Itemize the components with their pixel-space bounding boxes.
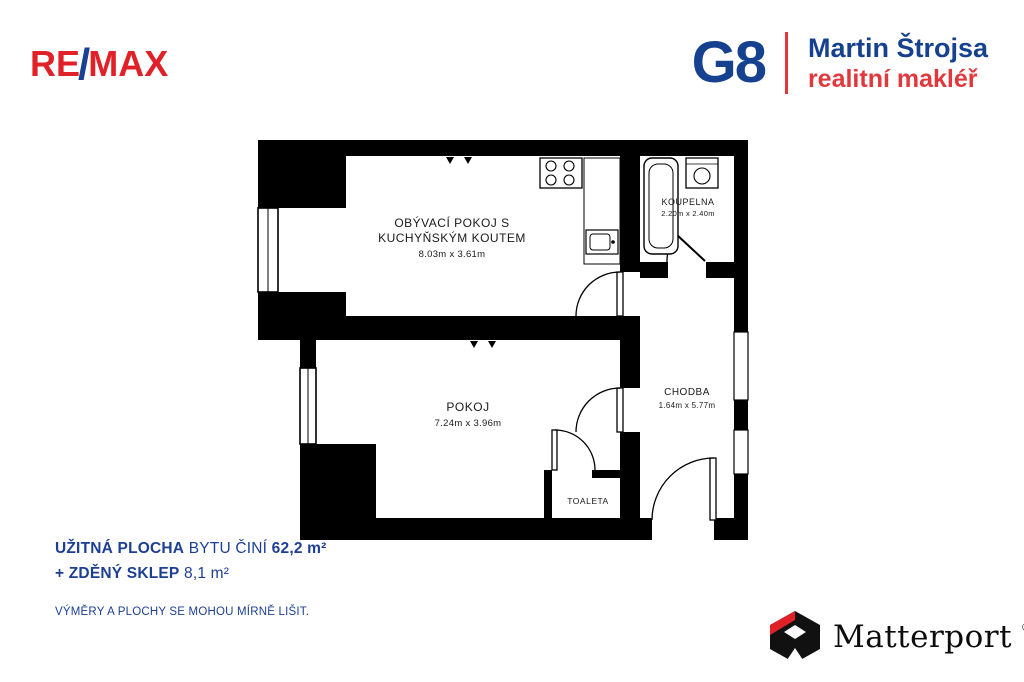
tick-marks [446, 157, 496, 348]
wall-segment [300, 444, 376, 520]
header-divider-line [784, 32, 788, 95]
cellar-line: + ZDĚNÝ SKLEP 8,1 m² [55, 565, 327, 583]
door-opening [668, 262, 706, 278]
usable-area-value: 62,2 m² [271, 540, 327, 557]
doors [551, 234, 717, 521]
wall-segment [544, 470, 552, 518]
wall-niche [733, 331, 749, 475]
door-opening [620, 388, 640, 432]
door-entrance [651, 457, 717, 521]
room-label-toilet: TOALETA [567, 496, 608, 507]
sink-icon [585, 229, 619, 255]
room-label-bathroom: KOUPELNA 2.20m x 2.40m [661, 197, 715, 218]
usable-area-label: UŽITNÁ PLOCHA [55, 540, 185, 557]
matterport-wordmark: Matterport [833, 619, 1013, 655]
area-summary: UŽITNÁ PLOCHA BYTU ČINÍ 62,2 m² + ZDĚNÝ … [55, 540, 327, 618]
toilet-name: TOALETA [567, 496, 609, 506]
wall-segment [258, 292, 346, 340]
matterport-logo: Matterport ® [766, 608, 1024, 666]
remax-slash: / [78, 40, 91, 89]
remax-re: RE [30, 43, 81, 84]
door-arc [575, 387, 621, 433]
door-room [575, 387, 624, 433]
bathtub-icon [643, 157, 679, 255]
door-living [575, 271, 624, 317]
room-name: POKOJ [446, 400, 490, 414]
room-label-living: OBÝVACÍ POKOJ S KUCHYŇSKÝM KOUTEM 8.03m … [378, 216, 526, 260]
windows [257, 207, 749, 475]
room-dimensions: 7.24m x 3.96m [434, 418, 502, 429]
agent-block: Martin Štrojsa realitní makléř [808, 32, 988, 94]
remax-max: MAX [88, 43, 169, 84]
living-name-line2: KUCHYŇSKÝM KOUTEM [378, 231, 526, 245]
wall-segment [300, 518, 748, 540]
bathroom-fixtures [643, 157, 719, 255]
washing-machine-icon [685, 157, 719, 189]
wall-segment [346, 316, 620, 340]
door-arc [575, 271, 621, 317]
agency-header: G8 Martin Štrojsa realitní makléř [691, 30, 988, 96]
room-label-hall: CHODBA 1.64m x 5.77m [659, 387, 716, 410]
door-toilet [551, 429, 596, 471]
matterport-icon [770, 611, 820, 663]
door-arc [651, 457, 715, 521]
bathroom-dimensions: 2.20m x 2.40m [661, 209, 715, 219]
door-gaps [552, 262, 714, 540]
wall-segment [300, 340, 316, 368]
living-name-line1: OBÝVACÍ POKOJ S [394, 216, 510, 230]
bathroom-name: KOUPELNA [661, 197, 715, 207]
g8-logo: G8 [691, 30, 767, 96]
agent-name: Martin Štrojsa [807, 33, 988, 63]
room-label-room: POKOJ 7.24m x 3.96m [435, 400, 502, 429]
window-room [299, 367, 317, 445]
disclaimer-text: VÝMĚRY A PLOCHY SE MOHOU MÍRNĚ LIŠIT. [55, 606, 310, 618]
door-opening [620, 272, 640, 316]
door-opening [652, 518, 714, 540]
kitchen-counter [583, 157, 621, 265]
cellar-value: 8,1 m² [184, 565, 230, 582]
door-opening [552, 470, 592, 478]
stove-icon [539, 157, 583, 189]
wall-segment [620, 140, 640, 540]
cellar-label: + ZDĚNÝ SKLEP [55, 565, 180, 582]
usable-area-mid: BYTU ČINÍ [188, 540, 268, 557]
usable-area-line: UŽITNÁ PLOCHA BYTU ČINÍ 62,2 m² [55, 540, 327, 558]
remax-logo: RE/MAX [30, 40, 169, 87]
hall-dimensions: 1.64m x 5.77m [658, 400, 716, 410]
registered-mark: ® [1022, 622, 1024, 634]
kitchen-fixtures [539, 157, 621, 265]
living-dimensions: 8.03m x 3.61m [418, 249, 486, 260]
door-arc [554, 429, 596, 471]
agent-role: realitní makléř [807, 65, 978, 94]
wall-segment [258, 140, 346, 208]
window-living [257, 207, 279, 293]
hall-name: CHODBA [664, 387, 710, 398]
